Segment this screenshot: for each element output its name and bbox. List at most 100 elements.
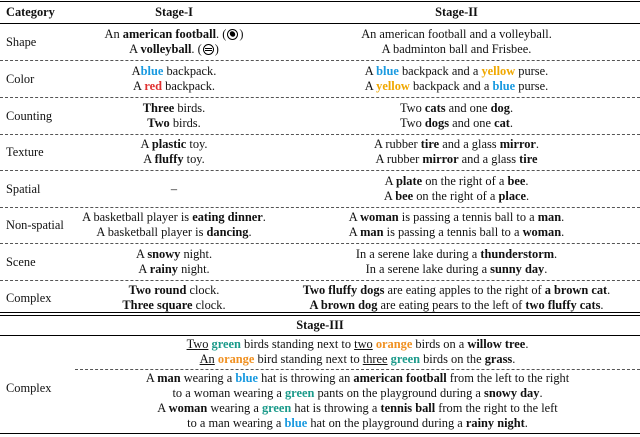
text-run: hat is throwing an: [258, 371, 354, 385]
bold-phrase: american football: [122, 27, 217, 41]
text-run: A: [140, 137, 152, 151]
text-run: on the right of a: [422, 174, 508, 188]
text-line: A rainy night.: [75, 262, 273, 277]
text-run: In a serene lake during a: [355, 247, 481, 261]
header-stage2: Stage-II: [435, 4, 478, 19]
stage1-cell: A plastic toy.A fluffy toy.: [75, 137, 273, 167]
text-run: A rubber: [373, 137, 421, 151]
bold-phrase: dancing: [206, 225, 249, 239]
bold-phrase: rainy: [149, 262, 178, 276]
bold-phrase: man: [157, 371, 181, 385]
text-run: .: [526, 189, 530, 203]
bold-phrase: man: [360, 225, 384, 239]
stage2-cell: A blue backpack and a yellow purse.A yel…: [273, 64, 640, 94]
header-rule: [0, 23, 640, 24]
text-line: Ablue backpack.: [75, 64, 273, 79]
stage1-cell: Two round clock.Three square clock.: [75, 283, 273, 313]
stage2-cell: An american football and a volleyball.A …: [273, 27, 640, 57]
text-line: A red backpack.: [75, 79, 273, 94]
bold-phrase: dog: [490, 101, 510, 115]
stage1-cell: –: [75, 182, 273, 197]
text-run: birds.: [169, 116, 201, 130]
text-run: .: [535, 137, 540, 151]
bold-phrase: snowy: [147, 247, 181, 261]
text-line: A woman is passing a tennis ball to a ma…: [273, 210, 640, 225]
bold-phrase: eating dinner: [192, 210, 263, 224]
text-run: .: [525, 337, 529, 351]
bold-phrase: bee: [395, 189, 414, 203]
text-line: An american football and a volleyball.: [273, 27, 640, 42]
text-run: backpack and a: [409, 79, 493, 93]
text-line: A man is passing a tennis ball to a woma…: [273, 225, 640, 240]
text-line: A volleyball. (): [75, 42, 273, 57]
text-run: A rubber: [375, 152, 423, 166]
bold-phrase: tire: [420, 137, 440, 151]
stage2-cell: Two fluffy dogs are eating apples to the…: [273, 283, 640, 313]
count-word: two: [354, 337, 373, 351]
text-run: wearing a: [207, 401, 262, 415]
text-run: backpack.: [163, 64, 217, 78]
text-run: .: [509, 116, 514, 130]
stage2-cell: A rubber tire and a glass mirror.A rubbe…: [273, 137, 640, 167]
text-run: birds standing next to: [240, 337, 355, 351]
row-category: Complex: [6, 290, 52, 305]
text-run: and a glass: [439, 137, 500, 151]
bold-phrase: sunny day: [490, 262, 545, 276]
text-run: A: [143, 152, 155, 166]
text-line: Three birds.: [75, 101, 273, 116]
bold-phrase: grass: [484, 352, 513, 366]
bold-phrase: snowy day: [484, 386, 540, 400]
text-line: –: [75, 182, 273, 197]
text-run: birds on the: [420, 352, 485, 366]
stage2-cell: A woman is passing a tennis ball to a ma…: [273, 210, 640, 240]
text-line: A rubber mirror and a glass tire: [273, 152, 640, 167]
color-word: orange: [375, 337, 413, 351]
bold-phrase: rainy night: [465, 416, 525, 430]
text-run: A badminton ball and Frisbee.: [381, 42, 532, 56]
text-run: and a glass: [458, 152, 520, 166]
text-line: A brown dog are eating pears to the left…: [273, 298, 640, 313]
text-run: .: [262, 210, 266, 224]
bold-phrase: american football: [353, 371, 447, 385]
text-run: A: [129, 42, 141, 56]
bold-phrase: dogs: [424, 116, 450, 130]
text-run: A basketball player is: [96, 225, 207, 239]
row-category: Color: [6, 71, 35, 86]
color-word: blue: [376, 64, 399, 78]
text-run: Two: [399, 101, 425, 115]
color-word: green: [211, 337, 241, 351]
text-run: A: [132, 79, 145, 93]
row-divider: [0, 207, 640, 208]
header-stage3: Stage-III: [296, 318, 344, 332]
text-run: A: [138, 262, 150, 276]
text-run: A: [131, 64, 141, 78]
stage3-divider: [75, 369, 640, 370]
stage3-group-a: Two green birds standing next to two ora…: [75, 337, 640, 367]
text-line: A man wearing a blue hat is throwing an …: [75, 371, 640, 386]
text-run: pants on the playground during a: [314, 386, 484, 400]
color-word: green: [284, 386, 315, 400]
bold-phrase: cats: [424, 101, 446, 115]
bold-phrase: A brown dog: [309, 298, 378, 312]
header-row: Category Stage-I Stage-II: [0, 3, 640, 21]
header-stage1: Stage-I: [155, 4, 193, 19]
text-run: A: [348, 225, 361, 239]
text-run: night.: [180, 247, 213, 261]
text-run: A: [145, 371, 158, 385]
count-word: An: [199, 352, 215, 366]
bold-phrase: two fluffy cats: [525, 298, 601, 312]
row-category: Counting: [6, 108, 53, 123]
text-run: is passing a tennis ball to a: [383, 225, 523, 239]
bold-phrase: woman: [168, 401, 208, 415]
text-run: –: [170, 181, 178, 196]
bold-phrase: place: [498, 189, 527, 203]
text-line: to a woman wearing a green pants on the …: [75, 386, 640, 401]
football-icon: [227, 29, 239, 40]
stage2-cell: Two cats and one dog.Two dogs and one ca…: [273, 101, 640, 131]
text-run: .: [600, 298, 604, 312]
stage3-rule-top: [0, 312, 640, 313]
text-run: and one: [445, 101, 491, 115]
